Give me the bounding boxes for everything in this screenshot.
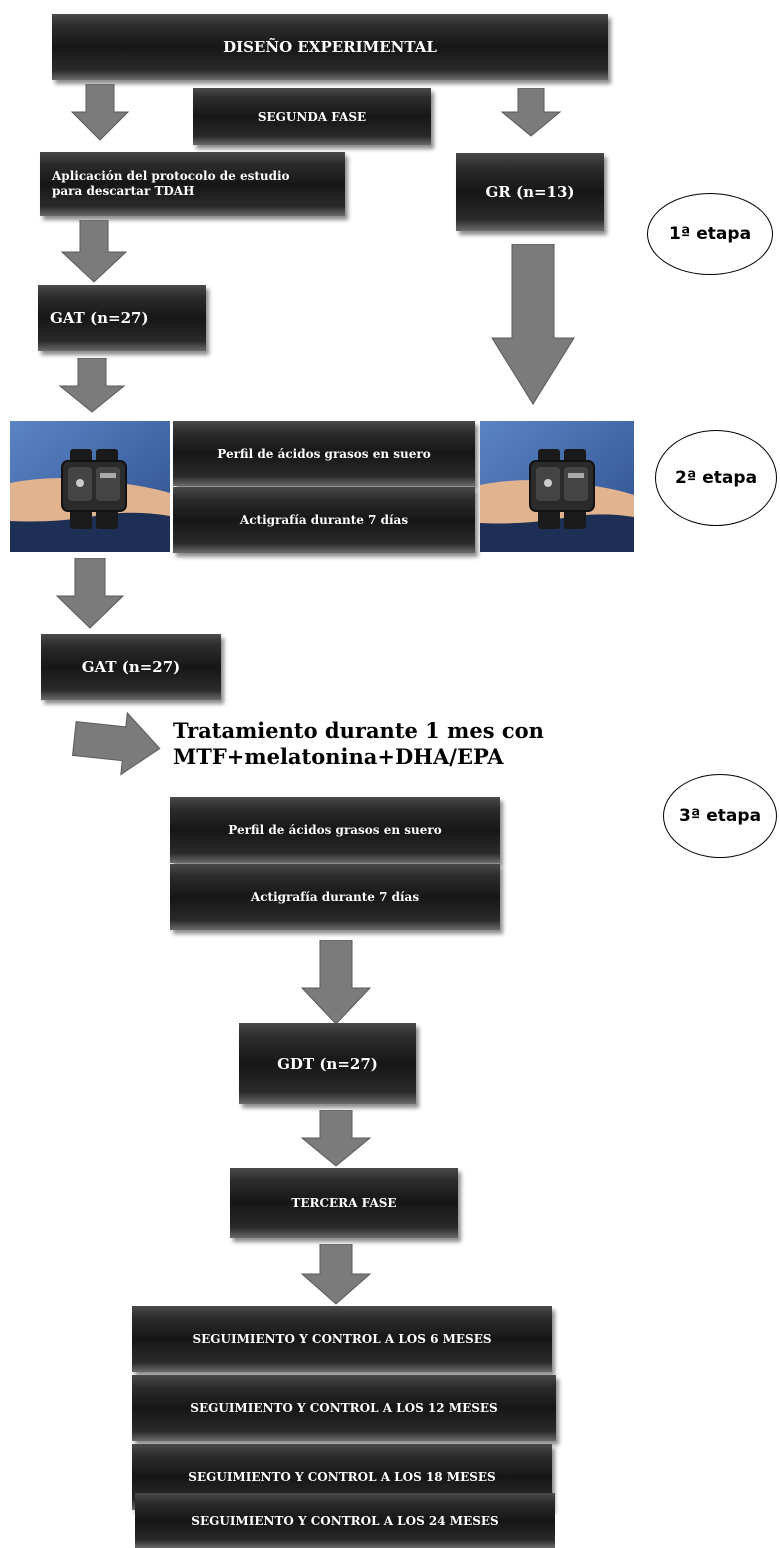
fatty-acids-box: Perfil de ácidos grasos en suero [170, 797, 500, 863]
fatty-acids-label: Perfil de ácidos grasos en suero [217, 446, 431, 461]
right-arrow-icon [72, 712, 161, 776]
followup-box: SEGUIMIENTO Y CONTROL A LOS 6 MESES [132, 1306, 552, 1372]
phase2-box: SEGUNDA FASE [193, 88, 431, 145]
phase3-box: TERCERA FASE [230, 1168, 458, 1238]
stage-2-ellipse: 2ª etapa [655, 430, 777, 526]
fatty-acids-box: Perfil de ácidos grasos en suero [173, 421, 475, 486]
phase3-label: TERCERA FASE [291, 1196, 397, 1210]
actigraphy-box: Actigrafía durante 7 días [173, 487, 475, 553]
stage-3-ellipse: 3ª etapa [663, 774, 777, 858]
gat-box: GAT (n=27) [41, 634, 221, 700]
actigraph-photo-right [480, 421, 634, 552]
gat-label: GAT (n=27) [81, 658, 181, 676]
followup-label: SEGUIMIENTO Y CONTROL A LOS 12 MESES [190, 1401, 498, 1415]
stage-1-label: 1ª etapa [668, 224, 752, 244]
actigraph-photo-left [10, 421, 170, 552]
actigraphy-label: Actigrafía durante 7 días [250, 890, 420, 904]
followup-box: SEGUIMIENTO Y CONTROL A LOS 24 MESES [135, 1493, 555, 1548]
title-box: DISEÑO EXPERIMENTAL [52, 14, 608, 80]
stage-3-label: 3ª etapa [678, 806, 762, 826]
treatment-label: Tratamiento durante 1 mes con MTF+melato… [173, 718, 544, 769]
stage-2-label: 2ª etapa [674, 468, 758, 488]
stage-1-ellipse: 1ª etapa [647, 193, 773, 275]
actigraphy-box: Actigrafía durante 7 días [170, 864, 500, 930]
title-label: DISEÑO EXPERIMENTAL [223, 38, 437, 56]
protocol-label: Aplicación del protocolo de estudio para… [52, 169, 290, 198]
followup-label: SEGUIMIENTO Y CONTROL A LOS 18 MESES [188, 1470, 496, 1484]
treatment-text: Tratamiento durante 1 mes con MTF+melato… [173, 718, 593, 770]
down-arrow-icon [58, 358, 126, 413]
gat-label: GAT (n=27) [50, 309, 149, 327]
phase2-label: SEGUNDA FASE [257, 109, 367, 124]
gr-box: GR (n=13) [456, 153, 604, 231]
fatty-acids-label: Perfil de ácidos grasos en suero [228, 823, 442, 837]
down-arrow-icon [300, 1244, 372, 1305]
followup-label: SEGUIMIENTO Y CONTROL A LOS 24 MESES [191, 1513, 499, 1528]
protocol-box: Aplicación del protocolo de estudio para… [40, 152, 345, 216]
down-arrow-icon [70, 84, 130, 141]
down-arrow-icon [60, 220, 128, 283]
followup-label: SEGUIMIENTO Y CONTROL A LOS 6 MESES [192, 1332, 492, 1346]
down-arrow-icon [491, 244, 575, 405]
gat-box: GAT (n=27) [38, 285, 206, 351]
actigraph-watch-icon [10, 421, 170, 552]
actigraphy-label: Actigrafía durante 7 días [239, 513, 409, 527]
gr-label: GR (n=13) [485, 183, 575, 201]
down-arrow-icon [300, 1110, 372, 1167]
down-arrow-icon [300, 940, 372, 1025]
gdt-box: GDT (n=27) [239, 1023, 416, 1104]
gdt-label: GDT (n=27) [277, 1054, 378, 1073]
actigraph-watch-icon [480, 421, 634, 552]
down-arrow-icon [500, 88, 562, 137]
down-arrow-icon [55, 558, 125, 629]
followup-box: SEGUIMIENTO Y CONTROL A LOS 12 MESES [132, 1375, 556, 1441]
